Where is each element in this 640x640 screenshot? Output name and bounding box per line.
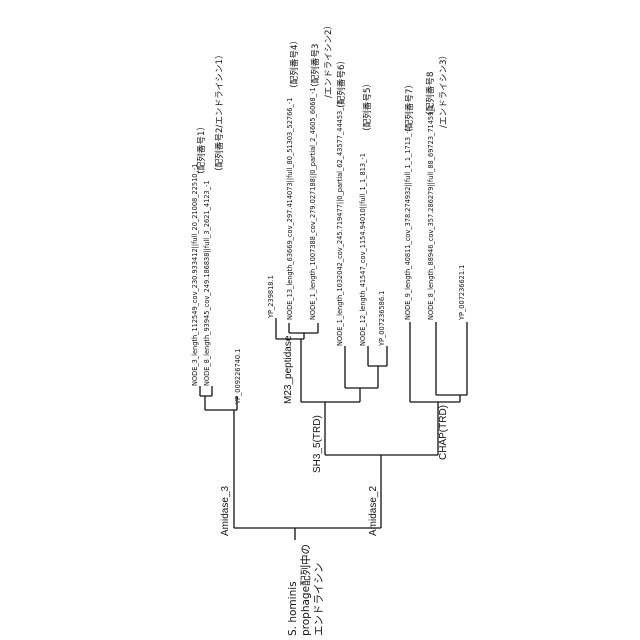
leaf-note: /エンドライシン3）	[438, 51, 449, 128]
clade-label-amidase3: Amidase_3	[220, 486, 231, 536]
leaf-label: NODE_8_length_93945_cov_249.186838||full…	[203, 180, 211, 386]
clade-label-sh3: SH3_5(TRD)	[312, 415, 323, 473]
leaf-note: （配列番号1）	[195, 122, 207, 179]
leaf-note: /エンドライシン2）	[323, 21, 334, 98]
leaf-label: NODE_1_length_1032042_cov_245.719477||0_…	[336, 101, 344, 346]
leaf-label: YP_007236586.1	[378, 291, 386, 347]
leaf-label: YP_007236621.1	[458, 265, 466, 321]
leaf-note: （配列番号2/エンドライシン1）	[213, 50, 225, 176]
leaf-note: （配列番号6）	[335, 56, 347, 113]
branch-amidase3	[200, 386, 237, 410]
leaf-note: （配列番号7）	[403, 80, 415, 137]
branch-amidase2	[325, 402, 438, 455]
root-label-line: エンドライシン	[313, 563, 325, 637]
leaf-label: NODE_12_length_41547_cov_1154.94010||ful…	[359, 153, 367, 346]
leaf-label: NODE_1_length_1007388_cov_279.027188||0_…	[309, 87, 317, 320]
root-label-line: S. hominis	[287, 581, 299, 636]
leaf-note: （配列番号3	[309, 44, 321, 92]
leaf-label: NODE_3_length_112549_cov_230.933412||ful…	[191, 164, 199, 386]
branch-root	[234, 410, 381, 540]
clade-label-m23: M23_peptidase	[283, 335, 294, 404]
clade-label-amidase2: Amidase_2	[368, 486, 379, 536]
leaf-label: YP_239818.1	[267, 275, 275, 319]
leaf-note: （配列番号5）	[361, 79, 373, 136]
branch-chap	[410, 322, 467, 402]
leaf-label: NODE_9_length_40811_cov_378.274932||full…	[404, 127, 412, 320]
clade-label-chap: CHAP(TRD)	[438, 405, 449, 460]
leaf-label: NODE_8_length_88946_cov_357.286279||full…	[427, 104, 435, 320]
leaf-label: NODE_13_length_63669_cov_297.414073||ful…	[286, 98, 294, 320]
leaf-label: YP_009226740.1	[234, 349, 242, 405]
leaf-note: （配列番号8	[424, 72, 436, 120]
root-label-line: prophage配列中の	[299, 544, 312, 636]
leaf-note: （配列番号4）	[288, 36, 300, 93]
